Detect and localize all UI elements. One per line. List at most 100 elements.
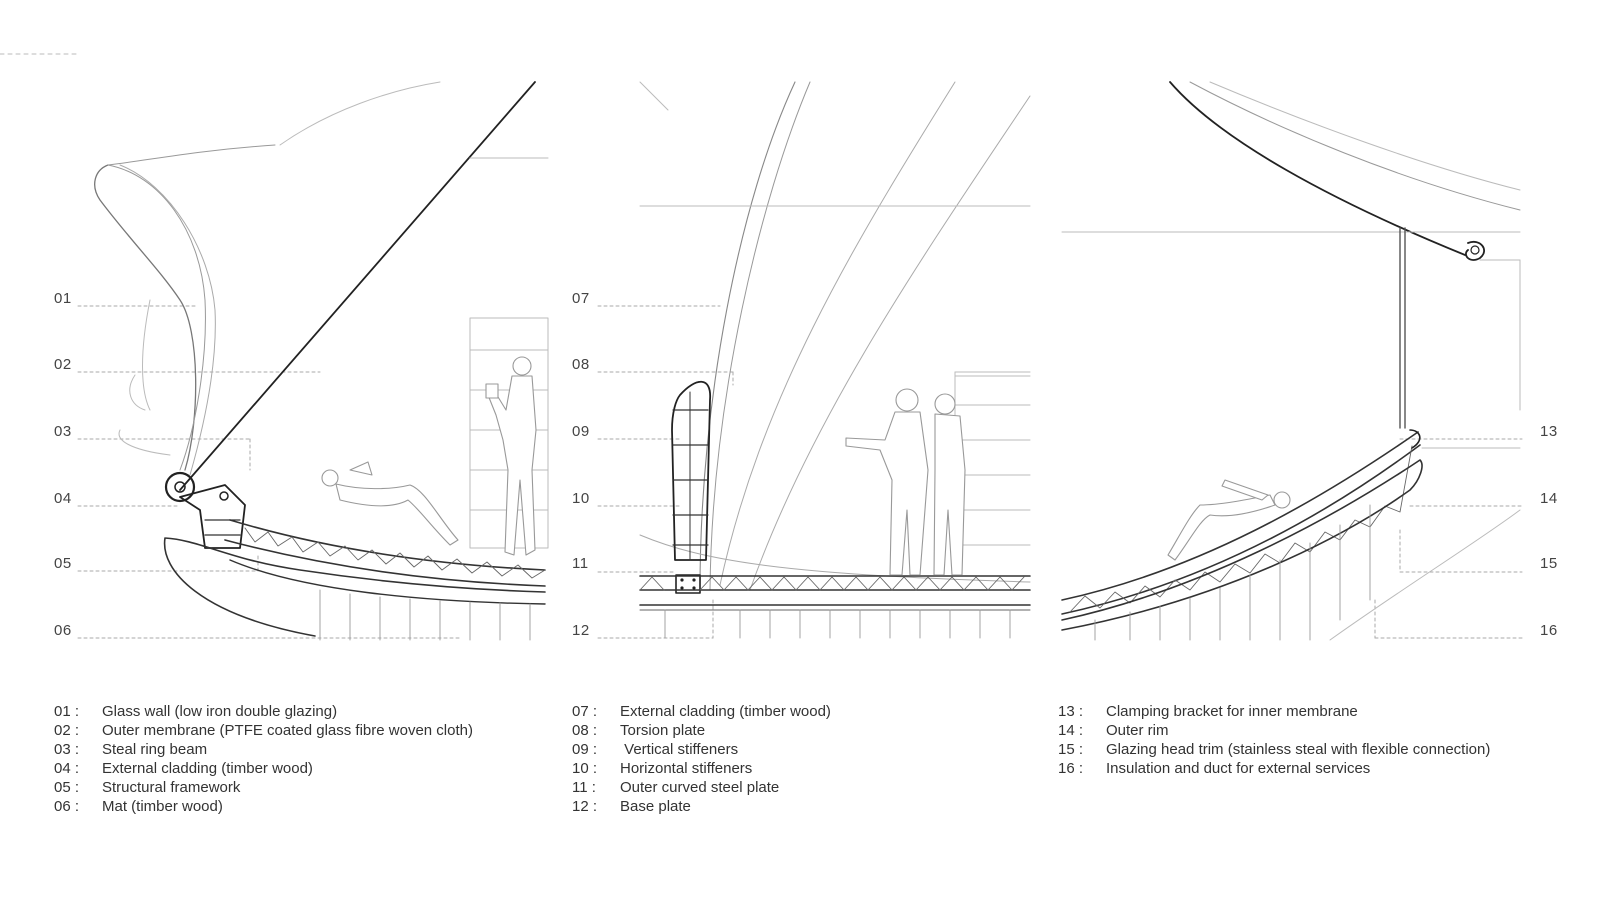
- external-cladding-hull: [163, 537, 546, 637]
- legend-item: 14 :Outer rim: [1058, 721, 1490, 740]
- legend-text: Outer curved steel plate: [620, 779, 780, 796]
- legend-num: 03 :: [54, 741, 80, 758]
- external-cladding-hull-bottom: [229, 559, 546, 605]
- membrane-base-curve: [639, 534, 1031, 583]
- outer-membrane-curve: [118, 299, 171, 456]
- callout-14: 14: [1540, 490, 1558, 507]
- clamping-bracket: [1465, 240, 1485, 261]
- callout-08: 08: [572, 356, 590, 373]
- legend-text: Outer rim: [1106, 722, 1169, 739]
- torsion-plate: [671, 380, 711, 561]
- base-plate: [675, 574, 701, 594]
- callout-07: 07: [572, 290, 590, 307]
- glass-wall-shell: [94, 164, 197, 471]
- left-leader-lines: [77, 305, 461, 639]
- callout-06: 06: [54, 622, 72, 639]
- legend-text: Torsion plate: [620, 722, 706, 739]
- legend-item: 05 : Structural framework: [54, 778, 473, 797]
- legend-text: Vertical stiffeners: [620, 741, 739, 758]
- legend-num: 16 :: [1058, 760, 1084, 777]
- glass-wall-shell-inner-2: [119, 164, 216, 476]
- right-cladding-ribs: [1129, 504, 1371, 641]
- legend-text: Insulation and duct for external service…: [1106, 760, 1371, 777]
- membrane-curve-a: [699, 81, 796, 591]
- ring-beam: [164, 471, 196, 503]
- membrane-curve-b: [709, 81, 811, 591]
- legend-item: 12 : Base plate: [572, 797, 831, 816]
- callout-01: 01: [54, 290, 72, 307]
- legend-num: 07 :: [572, 703, 598, 720]
- right-leader-lines: [1374, 438, 1523, 639]
- callout-02: 02: [54, 356, 72, 373]
- legend-text: Glazing head trim (stainless steal with …: [1106, 741, 1491, 758]
- legend-item: 16 : Insulation and duct for external ser…: [1058, 759, 1490, 778]
- legend-num: 09 :: [572, 741, 598, 758]
- legend-item: 07 : External cladding (timber wood): [572, 702, 831, 721]
- floor-truss-top: [229, 519, 546, 571]
- floor-truss-web: [244, 527, 546, 579]
- tension-cable: [179, 81, 536, 491]
- lower-arc: [1329, 509, 1521, 641]
- person-reclining-right: [1167, 479, 1291, 561]
- middle-section-detail: [597, 81, 1031, 639]
- person-standing: [485, 356, 537, 556]
- callout-05: 05: [54, 555, 72, 572]
- legend-column-2: 07 : External cladding (timber wood) 08 :…: [572, 702, 831, 816]
- legend-text: External cladding (timber wood): [102, 760, 313, 777]
- right-floor-bottom: [1061, 444, 1421, 615]
- legend-column-3: 13 :Clamping bracket for inner membrane …: [1058, 702, 1490, 778]
- legend-text: External cladding (timber wood): [620, 703, 831, 720]
- mid-floor-web: [699, 576, 1025, 591]
- membrane-top-arc: [279, 81, 441, 146]
- callout-13: 13: [1540, 423, 1558, 440]
- legend-item: 04 :External cladding (timber wood): [54, 759, 473, 778]
- legend-item: 01 :Glass wall (low iron double glazing): [54, 702, 473, 721]
- legend-text: Outer membrane (PTFE coated glass fibre …: [102, 722, 473, 739]
- callout-12: 12: [572, 622, 590, 639]
- legend-num: 08 :: [572, 722, 598, 739]
- legend-text: Base plate: [620, 798, 691, 815]
- legend-column-1: 01 :Glass wall (low iron double glazing)…: [54, 702, 473, 816]
- callout-16: 16: [1540, 622, 1558, 639]
- right-cladding-hull: [1061, 459, 1423, 631]
- legend-item: 03 :Steal ring beam: [54, 740, 473, 759]
- legend-item: 09 : Vertical stiffeners: [572, 740, 831, 759]
- membrane-curve-d: [749, 95, 1031, 591]
- legend-num: 10 :: [572, 760, 598, 777]
- person-reclining: [321, 461, 459, 546]
- roof-membrane: [1169, 81, 1466, 256]
- legend-text: Mat (timber wood): [102, 798, 223, 815]
- legend-text: Structural framework: [102, 779, 241, 796]
- legend-item: 11 :Outer curved steel plate: [572, 778, 831, 797]
- callout-11: 11: [572, 555, 589, 572]
- legend-text: Glass wall (low iron double glazing): [102, 703, 338, 720]
- legend-item: 10 : Horizontal stiffeners: [572, 759, 831, 778]
- outer-rim: [1409, 429, 1421, 449]
- legend-item: 06 : Mat (timber wood): [54, 797, 473, 816]
- callout-09: 09: [572, 423, 590, 440]
- right-floor-top: [1061, 431, 1419, 601]
- legend-num: 05 :: [54, 779, 80, 796]
- people-talking: [845, 388, 966, 576]
- legend-num: 13 :: [1058, 703, 1084, 720]
- left-section-detail: [77, 81, 549, 641]
- callout-03: 03: [54, 423, 72, 440]
- callout-15: 15: [1540, 555, 1558, 572]
- right-section-detail: [1061, 81, 1523, 641]
- right-floor-web: [1069, 445, 1413, 613]
- legend-num: 15 :: [1058, 741, 1084, 758]
- legend-text: Clamping bracket for inner membrane: [1106, 703, 1358, 720]
- floor-truss-bottom: [224, 539, 546, 587]
- legend-num: 12 :: [572, 798, 598, 815]
- roof-membrane-upper-2: [1209, 81, 1521, 191]
- legend-item: 15 : Glazing head trim (stainless steal w…: [1058, 740, 1490, 759]
- legend-item: 13 : Clamping bracket for inner membrane: [1058, 702, 1490, 721]
- legend-num: 06 :: [54, 798, 80, 815]
- framework-bracket: [179, 484, 246, 549]
- membrane-curve-c: [719, 81, 956, 586]
- legend-item: 02 :Outer membrane (PTFE coated glass fi…: [54, 721, 473, 740]
- middle-leader-lines: [597, 305, 734, 639]
- legend-text: Horizontal stiffeners: [620, 760, 753, 777]
- mid-background-shelving: [954, 371, 1031, 576]
